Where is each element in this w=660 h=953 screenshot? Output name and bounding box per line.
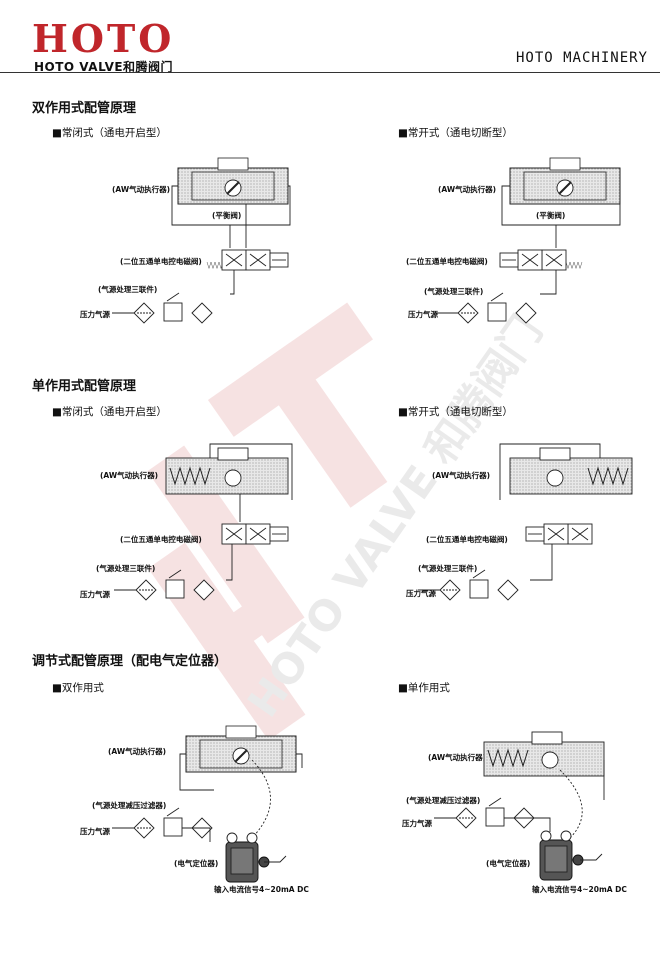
label-supply: 压力气源 [406,589,436,598]
label-actuator: (AW气动执行器) [108,747,167,756]
label-frl: (气源处理三联件) [424,287,484,296]
label-actuator: (AW气动执行器) [112,185,171,194]
brand-logo: HOTO [32,16,175,61]
label-balance-valve: (平衡阀) [536,211,566,220]
label-signal: 输入电流信号4~20mA DC [532,885,627,894]
subtitle-no-single: ■常开式（通电切断型） [398,406,513,418]
brand-subtitle: HOTO VALVE和腾阀门 [34,60,174,74]
subtitle-nc-single: ■常闭式（通电开启型） [52,406,167,418]
label-signal: 输入电流信号4~20mA DC [214,885,309,894]
label-frl: (气源处理三联件) [98,285,158,294]
label-supply: 压力气源 [408,310,438,319]
label-supply: 压力气源 [402,819,432,828]
label-actuator: (AW气动执行器) [432,471,491,480]
header-divider [0,72,660,73]
label-supply: 压力气源 [80,310,110,319]
label-solenoid: (二位五通单电控电磁阀) [120,257,202,266]
page-header-title: HOTO MACHINERY [515,50,648,66]
label-frl: (气源处理三联件) [96,564,156,573]
label-solenoid: (二位五通单电控电磁阀) [426,535,508,544]
label-balance-valve: (平衡阀) [212,211,242,220]
label-solenoid: (二位五通单电控电磁阀) [120,535,202,544]
subtitle-double-modulating: ■双作用式 [52,682,104,694]
label-positioner: (电气定位器) [174,859,219,868]
label-actuator: (AW气动执行器) [428,753,487,762]
label-frl: (气源处理三联件) [418,564,478,573]
label-supply: 压力气源 [80,827,110,836]
label-regulator: (气源处理减压过滤器) [92,801,167,810]
label-actuator: (AW气动执行器) [100,471,159,480]
label-regulator: (气源处理减压过滤器) [406,796,481,805]
subtitle-nc-double: ■常闭式（通电开启型） [52,127,167,139]
subtitle-single-modulating: ■单作用式 [398,682,450,694]
label-actuator: (AW气动执行器) [438,185,497,194]
section-title-modulating: 调节式配管原理（配电气定位器） [32,654,228,669]
label-solenoid: (二位五通单电控电磁阀) [406,257,488,266]
label-positioner: (电气定位器) [486,859,531,868]
label-supply: 压力气源 [80,590,110,599]
subtitle-no-double: ■常开式（通电切断型） [398,127,513,139]
section-title-double-acting: 双作用式配管原理 [32,101,137,116]
section-title-single-acting: 单作用式配管原理 [32,379,137,394]
